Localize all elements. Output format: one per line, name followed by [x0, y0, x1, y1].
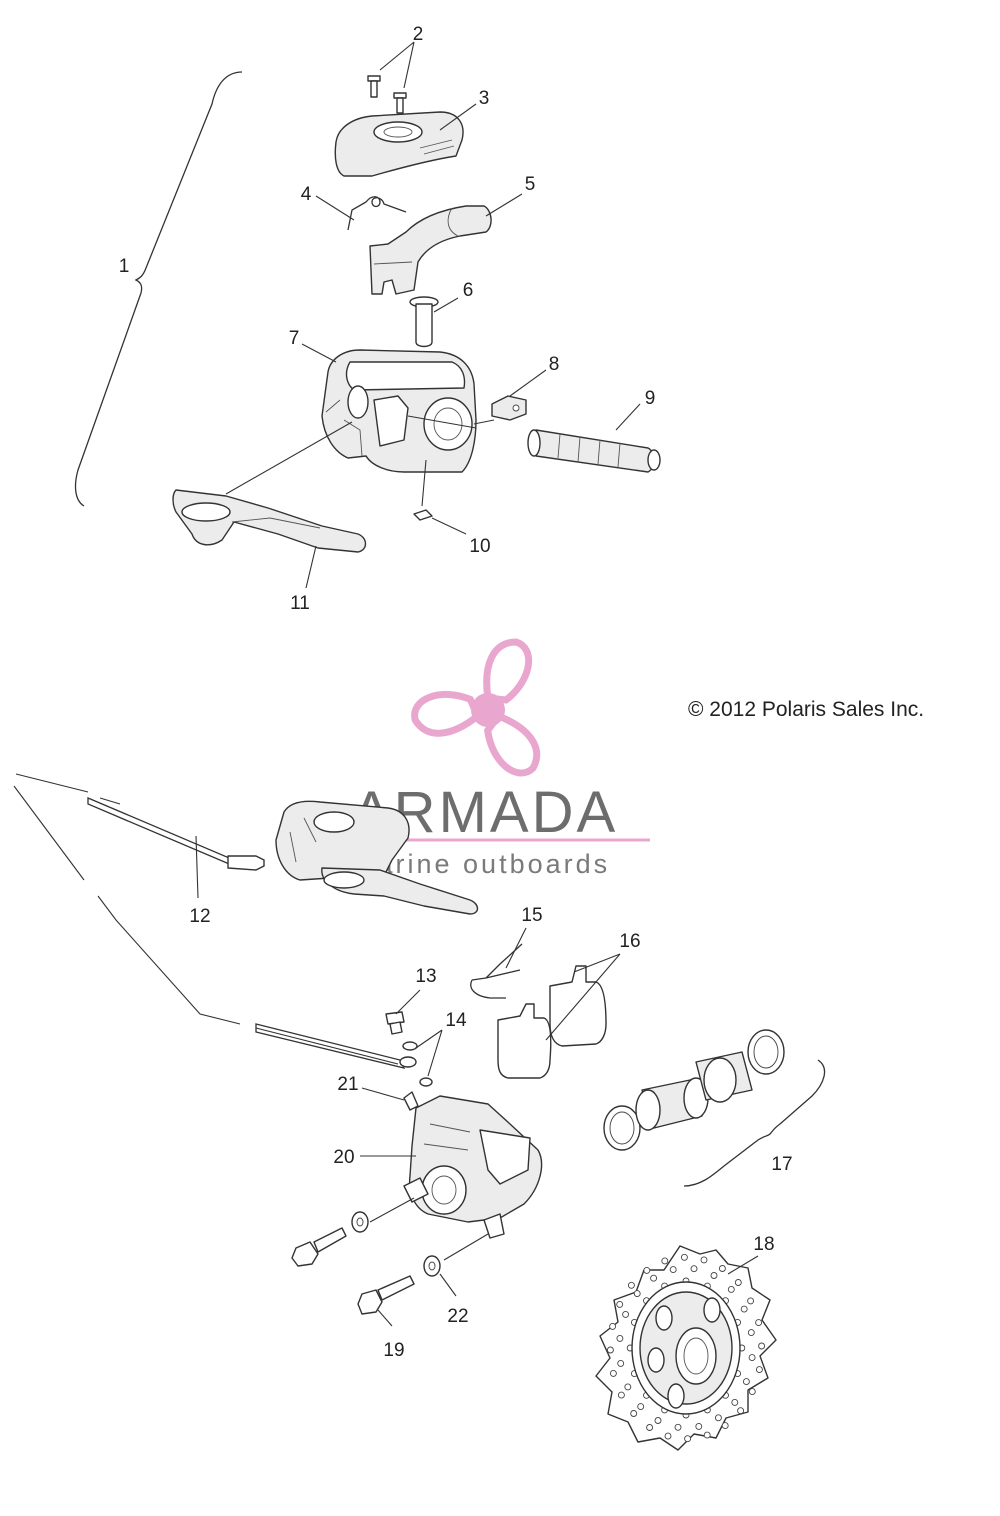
callout-1: 1: [119, 256, 130, 277]
callout-20: 20: [333, 1147, 354, 1168]
disc-hole: [661, 1257, 669, 1265]
brake-caliper: [403, 1095, 543, 1239]
disc-hole: [650, 1274, 658, 1282]
callout-22: 22: [447, 1306, 468, 1327]
disc-hole: [643, 1266, 651, 1274]
callout-9: 9: [645, 388, 656, 409]
master-cylinder-housing: [321, 349, 477, 473]
callout-21: 21: [337, 1074, 358, 1095]
grip-sleeve: [527, 429, 661, 473]
callout-6: 6: [463, 280, 474, 301]
callout-19: 19: [383, 1340, 404, 1361]
brake-line: [13, 773, 417, 1069]
disc-hole: [695, 1422, 703, 1430]
callout-11: 11: [290, 593, 310, 614]
disc-hole: [747, 1297, 755, 1305]
disc-hole: [710, 1272, 718, 1279]
caliper-washers: [351, 1211, 441, 1277]
callout-numbers: 1 2 3 4 5 6 7 8 9 10 11 12 13 14 15 16 1…: [119, 24, 793, 1361]
bottom-leaders: [195, 835, 759, 1327]
disc-hole: [617, 1359, 625, 1367]
assembly-bracket: [74, 71, 243, 507]
disc-hole: [606, 1346, 614, 1354]
callout-17: 17: [771, 1154, 792, 1175]
disc-hole: [684, 1435, 692, 1443]
disc-hole: [664, 1432, 672, 1440]
disc-hole: [609, 1322, 617, 1330]
callout-5: 5: [525, 174, 536, 195]
propeller-icon: [411, 638, 541, 777]
disc-hole: [646, 1424, 654, 1431]
disc-hole: [748, 1388, 756, 1396]
disc-hole: [616, 1334, 624, 1342]
disc-hole: [748, 1354, 756, 1362]
disc-hole: [727, 1285, 735, 1293]
disc-hole: [690, 1265, 698, 1273]
callout-12: 12: [189, 906, 210, 927]
disc-hole: [742, 1378, 750, 1386]
callout-7: 7: [289, 328, 300, 349]
disc-hole: [755, 1366, 763, 1374]
disc-hole: [622, 1310, 630, 1318]
disc-hole: [734, 1279, 742, 1286]
disc-hole: [747, 1329, 755, 1337]
disc-hole: [718, 1265, 726, 1272]
disc-hole: [755, 1319, 763, 1327]
disc-hole: [654, 1417, 662, 1424]
disc-hole: [609, 1369, 617, 1377]
disc-hole: [674, 1423, 682, 1431]
master-cylinder-assembled: [275, 800, 479, 915]
disc-hole: [633, 1290, 641, 1298]
disc-hole: [617, 1391, 625, 1399]
disc-hole: [680, 1253, 688, 1261]
callout-10: 10: [469, 536, 490, 557]
disc-hole: [669, 1266, 677, 1274]
pistons-bracket: [683, 1059, 826, 1187]
disc-hole: [630, 1410, 638, 1417]
callout-16: 16: [619, 931, 640, 952]
callout-15: 15: [521, 905, 542, 926]
brake-pads: [497, 965, 607, 1079]
callout-18: 18: [753, 1234, 774, 1255]
reservoir-cover: [334, 111, 464, 177]
disc-hole: [616, 1300, 624, 1308]
caliper-pistons: [603, 1029, 785, 1151]
disc-hole: [714, 1414, 722, 1422]
disc-hole: [624, 1383, 632, 1391]
callout-14: 14: [445, 1010, 467, 1031]
switch-bracket: [491, 395, 527, 421]
top-leaders: [225, 41, 641, 589]
disc-hole: [737, 1407, 745, 1415]
banjo-bolt: [385, 1011, 405, 1035]
copyright-notice: © 2012 Polaris Sales Inc.: [688, 698, 924, 721]
disc-hole: [703, 1431, 711, 1439]
disc-hole: [627, 1281, 635, 1289]
lever-spring: [347, 196, 407, 231]
brake-lever: [172, 489, 367, 553]
caliper-bolts: [291, 1227, 415, 1315]
callout-13: 13: [415, 966, 436, 987]
switch-lever: [369, 205, 492, 295]
retaining-clip: [413, 509, 433, 521]
callout-3: 3: [479, 88, 490, 109]
brake-disc: [595, 1245, 777, 1451]
sealing-washers: [402, 1041, 433, 1087]
disc-hole: [721, 1422, 729, 1430]
callout-2: 2: [413, 24, 424, 45]
pivot-pin: [409, 296, 439, 348]
bleeder-valve: [403, 1091, 419, 1111]
callout-4: 4: [301, 184, 312, 205]
disc-hole: [740, 1305, 748, 1313]
disc-hole: [700, 1256, 708, 1264]
disc-hole: [758, 1342, 766, 1350]
cover-screws: [367, 75, 407, 114]
disc-hole: [637, 1403, 645, 1411]
callout-8: 8: [549, 354, 560, 375]
disc-hole: [731, 1398, 739, 1406]
